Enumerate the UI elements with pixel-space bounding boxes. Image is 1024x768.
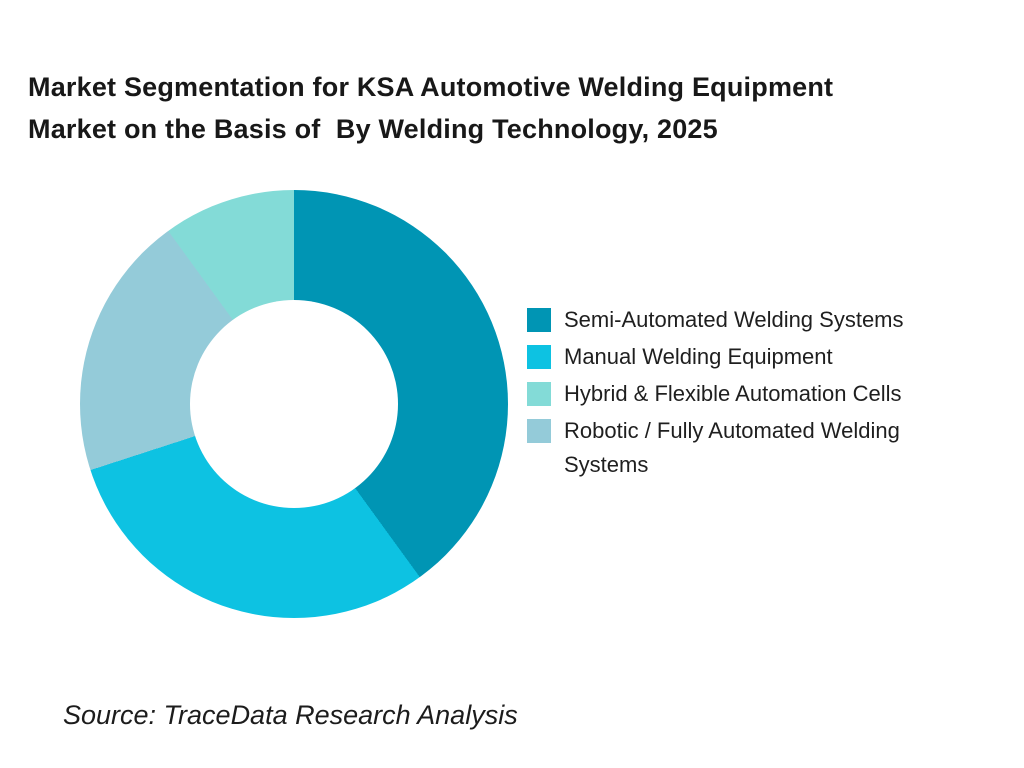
- chart-title: Market Segmentation for KSA Automotive W…: [28, 66, 833, 150]
- legend-item: Hybrid & Flexible Automation Cells: [527, 377, 975, 411]
- donut-chart: [80, 190, 508, 618]
- chart-title-line-1: Market Segmentation for KSA Automotive W…: [28, 72, 834, 102]
- legend-item: Manual Welding Equipment: [527, 340, 975, 374]
- legend-item: Robotic / Fully Automated Welding System…: [527, 414, 975, 482]
- legend-swatch: [527, 345, 551, 369]
- source-text: Source: TraceData Research Analysis: [63, 700, 518, 730]
- legend-item: Semi-Automated Welding Systems: [527, 303, 975, 337]
- legend-label: Robotic / Fully Automated Welding System…: [564, 418, 900, 477]
- chart-title-line-2: Market on the Basis of By Welding Techno…: [28, 114, 718, 144]
- legend-swatch: [527, 419, 551, 443]
- legend-swatch: [527, 308, 551, 332]
- legend-label: Hybrid & Flexible Automation Cells: [564, 381, 902, 406]
- legend-label: Semi-Automated Welding Systems: [564, 307, 904, 332]
- legend-label: Manual Welding Equipment: [564, 344, 833, 369]
- donut-hole: [190, 300, 398, 508]
- legend-swatch: [527, 382, 551, 406]
